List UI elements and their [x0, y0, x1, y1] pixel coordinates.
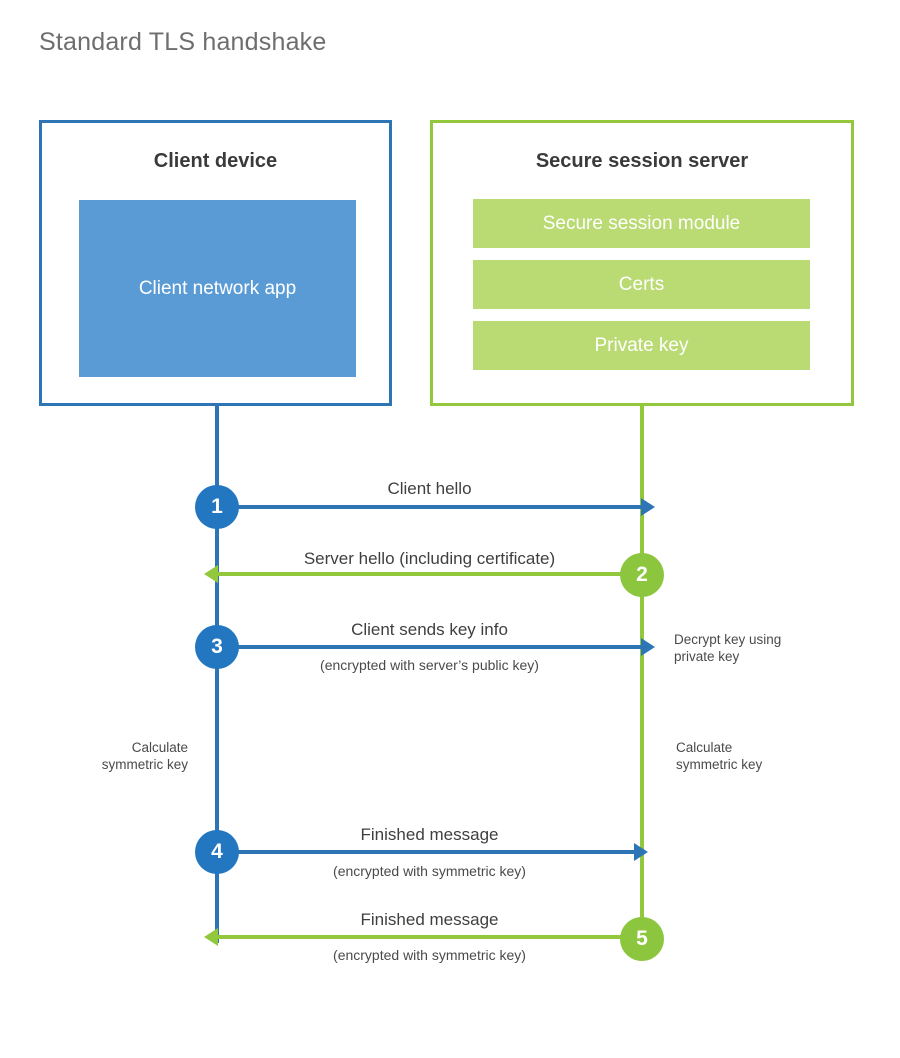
server-module-certs: Certs	[473, 260, 810, 309]
message-arrow-step-2	[204, 565, 642, 583]
annotation-server-calculate-symmetric-key: Calculate symmetric key	[676, 740, 763, 772]
message-sublabel-step-3: (encrypted with server’s public key)	[320, 657, 539, 673]
server-lifeline	[640, 403, 644, 939]
step-circle-2: 2	[620, 553, 664, 597]
arrowhead-right-icon	[641, 498, 655, 516]
annotation-server-decrypt: Decrypt key using private key	[674, 632, 782, 664]
message-arrow-step-3	[217, 638, 655, 656]
page-title: Standard TLS handshake	[39, 28, 327, 56]
message-arrow-step-4	[217, 843, 648, 861]
message-label-step-5: Finished message	[360, 910, 499, 929]
arrowhead-right-icon	[641, 638, 655, 656]
step-circle-3: 3	[195, 625, 239, 669]
message-sublabel-step-4: (encrypted with symmetric key)	[333, 863, 526, 879]
message-label-step-4: Finished message	[360, 825, 499, 844]
server-module-secure-session: Secure session module	[473, 199, 810, 248]
step-circle-5: 5	[620, 917, 664, 961]
secure-session-server-box: Secure session server Secure session mod…	[430, 120, 854, 406]
message-sublabel-step-5: (encrypted with symmetric key)	[333, 947, 526, 963]
client-lifeline	[215, 403, 219, 943]
message-label-step-2: Server hello (including certificate)	[303, 549, 556, 568]
arrowhead-right-icon	[634, 843, 648, 861]
message-label-step-1: Client hello	[387, 479, 472, 498]
annotation-client-calculate-symmetric-key: Calculate symmetric key	[101, 740, 188, 772]
secure-session-server-title: Secure session server	[535, 150, 749, 172]
server-module-private-key: Private key	[473, 321, 810, 370]
client-device-title: Client device	[153, 150, 278, 172]
server-module-list: Secure session module Certs Private key	[473, 199, 810, 370]
message-arrow-step-1	[217, 498, 655, 516]
step-circle-4: 4	[195, 830, 239, 874]
arrowhead-left-icon	[204, 565, 218, 583]
step-circle-1: 1	[195, 485, 239, 529]
arrowhead-left-icon	[204, 928, 218, 946]
message-arrow-step-5	[204, 928, 642, 946]
message-label-step-3: Client sends key info	[351, 620, 508, 639]
client-network-app-block: Client network app	[79, 200, 356, 377]
client-device-box: Client device Client network app	[39, 120, 392, 406]
